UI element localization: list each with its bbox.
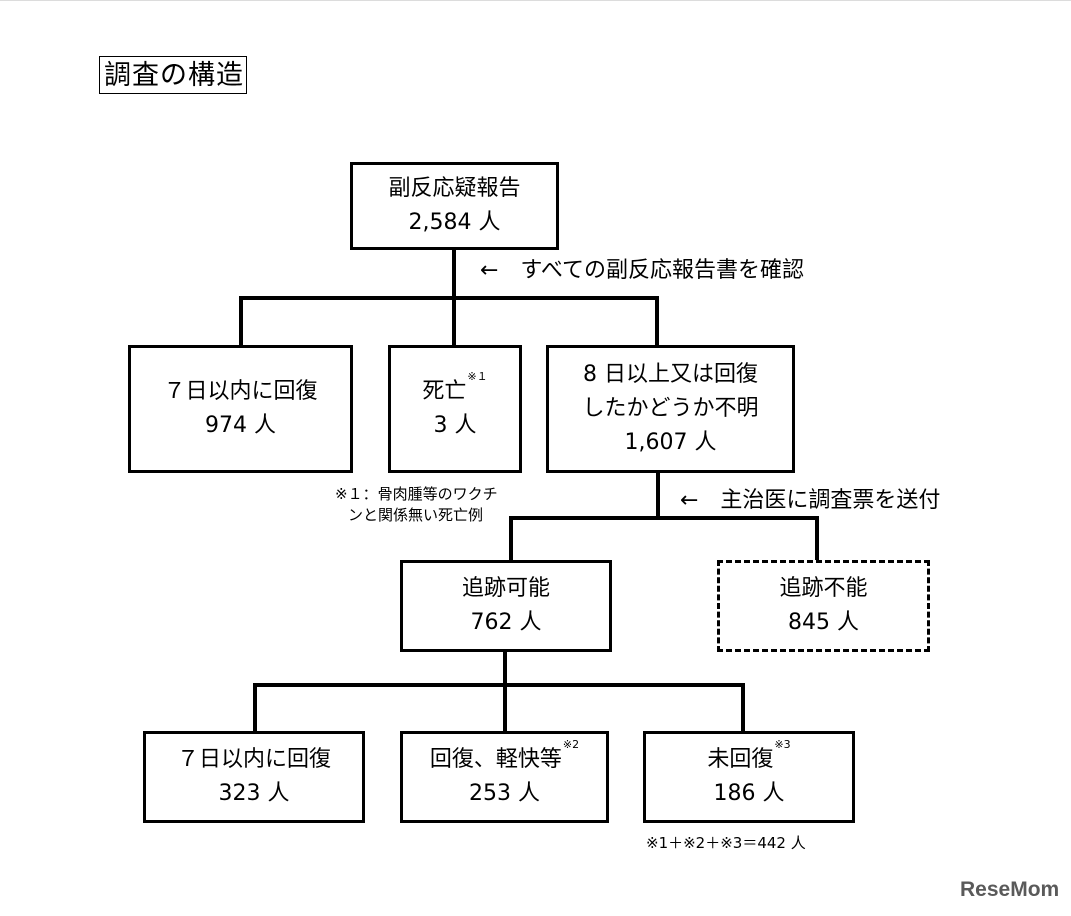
page-title: 調査の構造 <box>99 56 247 94</box>
box-count: 845 人 <box>788 610 859 635</box>
box-label: ７日以内に回復 <box>176 747 331 772</box>
box-count: 2,584 人 <box>408 210 501 235</box>
box-count: 974 人 <box>205 413 276 438</box>
box-count: 762 人 <box>470 610 542 635</box>
footnote-marker: ※１ <box>467 370 488 383</box>
footnote-1-line2: ンと関係無い死亡例 <box>348 506 484 524</box>
footnote-marker: ※3 <box>774 738 791 751</box>
box-label-line1: 8 日以上又は回復 <box>583 362 758 387</box>
box-count: 186 人 <box>713 781 785 806</box>
footnote-total: ※1＋※2＋※3＝442 人 <box>646 834 806 852</box>
top-border-line <box>0 0 1071 1</box>
box-count: 253 人 <box>469 781 540 806</box>
box-label: 追跡可能 <box>461 576 550 601</box>
annotation-send-survey: ← 主治医に調査票を送付 <box>680 488 941 513</box>
box-count: 1,607 人 <box>624 430 717 455</box>
box-label: 追跡不能 <box>779 576 868 601</box>
box-death: 死亡※１ 3 人 <box>388 345 522 473</box>
box-side-effect-reports: 副反応疑報告 2,584 人 <box>350 162 559 250</box>
box-label-line2: したかどうか不明 <box>582 396 759 421</box>
box-label: ７日以内に回復 <box>163 379 318 404</box>
footnote-1-line1: ※１：骨肉腫等のワクチ <box>335 485 498 503</box>
box-label: 死亡 <box>422 379 467 404</box>
box-recovered-improving: 回復、軽快等※2 253 人 <box>400 731 609 823</box>
annotation-check-all-reports: ← すべての副反応報告書を確認 <box>480 258 805 283</box>
resemom-logo: ReseMom <box>960 878 1060 901</box>
box-unknown-recovery: 8 日以上又は回復 したかどうか不明 1,607 人 <box>546 345 795 473</box>
box-count: 3 人 <box>433 413 477 438</box>
footnote-marker: ※2 <box>562 738 580 751</box>
box-trackable: 追跡可能 762 人 <box>400 560 612 652</box>
box-count: 323 人 <box>218 781 290 806</box>
box-recovered-within-7-days: ７日以内に回復 974 人 <box>128 345 353 473</box>
box-untrackable: 追跡不能 845 人 <box>717 560 930 652</box>
box-label: 副反応疑報告 <box>388 176 521 201</box>
box-label: 未回復 <box>707 747 774 772</box>
box-not-recovered: 未回復※3 186 人 <box>643 731 855 823</box>
box-label: 回復、軽快等 <box>429 747 562 772</box>
box-recovered-within-7-days-followup: ７日以内に回復 323 人 <box>143 731 365 823</box>
